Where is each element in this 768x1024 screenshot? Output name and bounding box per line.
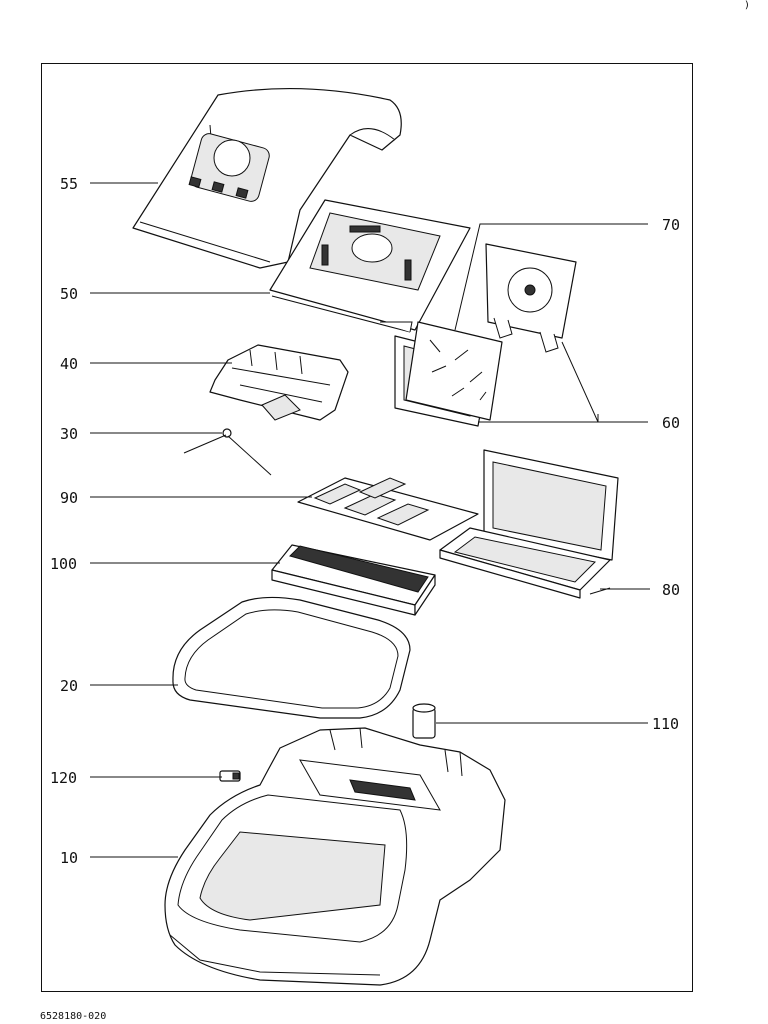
part-30-pin — [183, 428, 272, 476]
part-10-housing-base — [164, 727, 506, 986]
callout-55: 55 — [60, 175, 78, 193]
callout-labels: 55 50 40 30 90 100 20 120 10 70 60 80 11… — [50, 175, 680, 867]
callout-30: 30 — [60, 425, 78, 443]
part-70-foam-filter — [405, 321, 503, 421]
callout-60: 60 — [662, 414, 680, 432]
callout-40: 40 — [60, 355, 78, 373]
callout-80: 80 — [662, 581, 680, 599]
document-number: 6528180-020 — [40, 1011, 107, 1022]
part-110-cylinder — [412, 703, 436, 739]
callout-70: 70 — [662, 216, 680, 234]
callout-20: 20 — [60, 677, 78, 695]
leader-lines — [90, 182, 650, 858]
part-40-bag-holder — [209, 344, 349, 421]
callout-10: 10 — [60, 849, 78, 867]
part-20-gasket — [172, 596, 411, 719]
corner-mark: ) — [744, 0, 751, 11]
callout-100: 100 — [50, 555, 77, 573]
part-90-filter-mat — [297, 477, 479, 541]
callout-110: 110 — [652, 715, 679, 733]
part-80-filter-frame — [439, 449, 619, 599]
callout-90: 90 — [60, 489, 78, 507]
callout-120: 120 — [50, 769, 77, 787]
diagram-frame — [41, 63, 693, 992]
part-100-hepa-filter — [271, 544, 436, 616]
part-120-connector — [219, 770, 241, 782]
part-55-dust-bag — [132, 87, 402, 269]
callout-50: 50 — [60, 285, 78, 303]
part-50-filter-bag — [269, 199, 471, 333]
